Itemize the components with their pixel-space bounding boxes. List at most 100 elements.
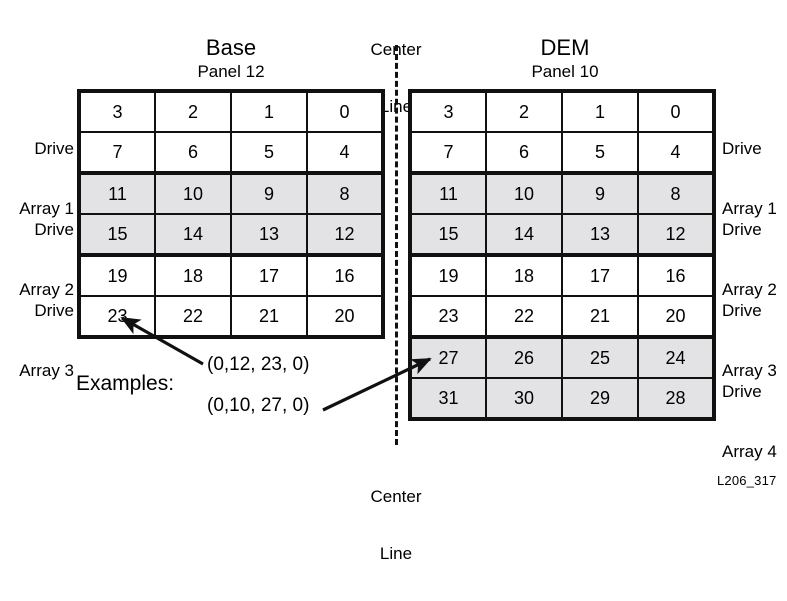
- cell[interactable]: 6: [154, 131, 232, 175]
- cell[interactable]: 1: [230, 89, 308, 133]
- cell[interactable]: 21: [561, 295, 639, 339]
- cell[interactable]: 7: [409, 131, 487, 175]
- cell[interactable]: 30: [485, 377, 563, 420]
- cell[interactable]: 22: [485, 295, 563, 339]
- cell[interactable]: 4: [637, 131, 715, 175]
- figure-code: L206_317: [717, 473, 777, 488]
- cell-base-23[interactable]: 23: [78, 295, 156, 338]
- array-label-base-1: Drive Array 1: [0, 99, 74, 259]
- panel-title-dem: DEM: [540, 35, 590, 60]
- cell[interactable]: 15: [78, 213, 156, 257]
- table-row: 7 6 5 4: [78, 131, 384, 175]
- table-row: 15 14 13 12: [78, 213, 384, 257]
- array-label-line2: Array 1: [19, 199, 74, 219]
- cell[interactable]: 19: [409, 253, 487, 297]
- array-label-line1: Drive: [34, 139, 74, 159]
- cell[interactable]: 26: [485, 335, 563, 379]
- table-row: 15 14 13 12: [409, 213, 715, 257]
- cell[interactable]: 20: [637, 295, 715, 339]
- cell[interactable]: 12: [306, 213, 384, 257]
- cell[interactable]: 3: [78, 89, 156, 133]
- cell[interactable]: 25: [561, 335, 639, 379]
- cell[interactable]: 14: [154, 213, 232, 257]
- example-annotation-2: (0,10, 27, 0): [207, 395, 310, 416]
- array-label-line2: Array 3: [722, 361, 777, 381]
- array-label-base-3: Drive Array 3: [0, 261, 74, 421]
- table-row: 23 22 21 20: [78, 295, 384, 338]
- cell[interactable]: 11: [409, 171, 487, 215]
- cell[interactable]: 1: [561, 89, 639, 133]
- array-label-dem-1: Drive Array 1: [722, 99, 787, 259]
- panel-grid-dem: 3 2 1 0 7 6 5 4 11 10 9 8 15 14 13 12: [408, 89, 716, 421]
- table-row: 3 2 1 0: [409, 89, 715, 133]
- array-label-line1: Drive: [34, 220, 74, 240]
- cell[interactable]: 20: [306, 295, 384, 338]
- center-line-label-bottom-line2: Line: [379, 544, 413, 564]
- array-label-line1: Drive: [34, 301, 74, 321]
- cell[interactable]: 2: [154, 89, 232, 133]
- table-row: 27 26 25 24: [409, 335, 715, 379]
- array-label-line2: Array 2: [722, 280, 777, 300]
- cell[interactable]: 7: [78, 131, 156, 175]
- cell[interactable]: 15: [409, 213, 487, 257]
- array-label-dem-2: Drive Array 2: [722, 180, 787, 340]
- cell[interactable]: 9: [230, 171, 308, 215]
- cell[interactable]: 10: [485, 171, 563, 215]
- cell[interactable]: 5: [561, 131, 639, 175]
- table-row: 31 30 29 28: [409, 377, 715, 420]
- cell[interactable]: 4: [306, 131, 384, 175]
- table-row: 7 6 5 4: [409, 131, 715, 175]
- cell[interactable]: 22: [154, 295, 232, 338]
- array-label-dem-4: Drive Array 4: [722, 342, 787, 502]
- array-label-dem-3: Drive Array 3: [722, 261, 787, 421]
- cell[interactable]: 16: [637, 253, 715, 297]
- cell[interactable]: 5: [230, 131, 308, 175]
- cell[interactable]: 17: [230, 253, 308, 297]
- array-label-line1: Drive: [722, 382, 762, 402]
- panel-grid-base: 3 2 1 0 7 6 5 4 11 10 9 8 15 14 13 12: [77, 89, 385, 339]
- examples-heading: Examples:: [76, 372, 175, 395]
- cell[interactable]: 19: [78, 253, 156, 297]
- array-label-line1: Drive: [722, 301, 762, 321]
- cell[interactable]: 8: [637, 171, 715, 215]
- table-row: 3 2 1 0: [78, 89, 384, 133]
- table-row: 11 10 9 8: [78, 171, 384, 215]
- cell[interactable]: 28: [637, 377, 715, 420]
- cell[interactable]: 16: [306, 253, 384, 297]
- cell[interactable]: 21: [230, 295, 308, 338]
- array-label-base-2: Drive Array 2: [0, 180, 74, 340]
- example-annotation-1: (0,12, 23, 0): [207, 354, 310, 375]
- cell[interactable]: 2: [485, 89, 563, 133]
- panel-subtitle-base: Panel 12: [197, 62, 265, 81]
- array-label-line2: Array 1: [722, 199, 777, 219]
- cell[interactable]: 8: [306, 171, 384, 215]
- table-row: 23 22 21 20: [409, 295, 715, 339]
- cell[interactable]: 0: [637, 89, 715, 133]
- cell[interactable]: 3: [409, 89, 487, 133]
- cell[interactable]: 18: [485, 253, 563, 297]
- cell[interactable]: 9: [561, 171, 639, 215]
- array-label-line2: Array 3: [19, 361, 74, 381]
- cell[interactable]: 29: [561, 377, 639, 420]
- center-line-label-bottom: Center Line: [336, 449, 456, 601]
- cell[interactable]: 6: [485, 131, 563, 175]
- cell-dem-27[interactable]: 27: [409, 335, 487, 379]
- cell[interactable]: 18: [154, 253, 232, 297]
- panel-title-base: Base: [205, 35, 257, 60]
- cell[interactable]: 24: [637, 335, 715, 379]
- array-label-line2: Array 4: [722, 442, 777, 462]
- cell[interactable]: 23: [409, 295, 487, 339]
- cell[interactable]: 11: [78, 171, 156, 215]
- cell[interactable]: 17: [561, 253, 639, 297]
- cell[interactable]: 12: [637, 213, 715, 257]
- cell[interactable]: 13: [230, 213, 308, 257]
- center-line-label-bottom-line1: Center: [370, 487, 422, 507]
- cell[interactable]: 14: [485, 213, 563, 257]
- array-label-line2: Array 2: [19, 280, 74, 300]
- figure-canvas: Center Line Center Line Base Panel 12 3 …: [0, 35, 787, 563]
- cell[interactable]: 0: [306, 89, 384, 133]
- cell[interactable]: 10: [154, 171, 232, 215]
- table-row: 19 18 17 16: [78, 253, 384, 297]
- cell[interactable]: 13: [561, 213, 639, 257]
- cell[interactable]: 31: [409, 377, 487, 420]
